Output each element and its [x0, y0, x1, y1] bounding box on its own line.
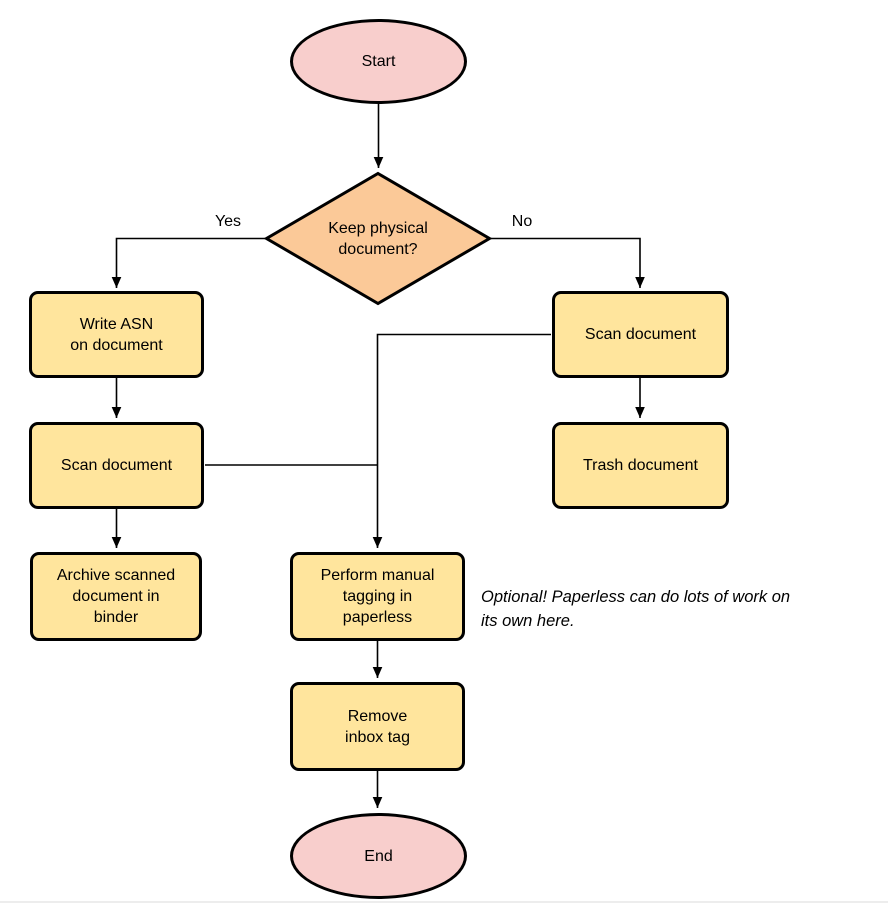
edge-label-no: No: [511, 213, 533, 230]
node-archive-scanned-document: Archive scanned document in binder: [30, 552, 202, 641]
annotation-optional-note: Optional! Paperless can do lots of work …: [481, 588, 791, 630]
edge-label-yes: Yes: [214, 213, 242, 230]
node-decision-keep-physical-document: Keep physical document?: [263, 171, 493, 306]
edge-scan-right-to-tagging: [372, 333, 551, 548]
diamond-shape: [263, 171, 493, 306]
edge-decision-yes-to-write-asn: [111, 237, 265, 288]
edge-decision-no-to-scan-right: [491, 237, 645, 288]
node-write-asn-on-document: Write ASN on document: [29, 291, 204, 378]
node-remove-inbox-tag: Remove inbox tag: [290, 682, 465, 771]
node-trash-document: Trash document: [552, 422, 729, 509]
node-end: End: [290, 813, 467, 899]
decision-label: Keep physical document?: [328, 219, 428, 258]
node-scan-document-left: Scan document: [29, 422, 204, 509]
bottom-divider: [0, 901, 888, 903]
node-start: Start: [290, 19, 467, 104]
node-scan-document-right: Scan document: [552, 291, 729, 378]
node-perform-manual-tagging: Perform manual tagging in paperless: [290, 552, 465, 641]
